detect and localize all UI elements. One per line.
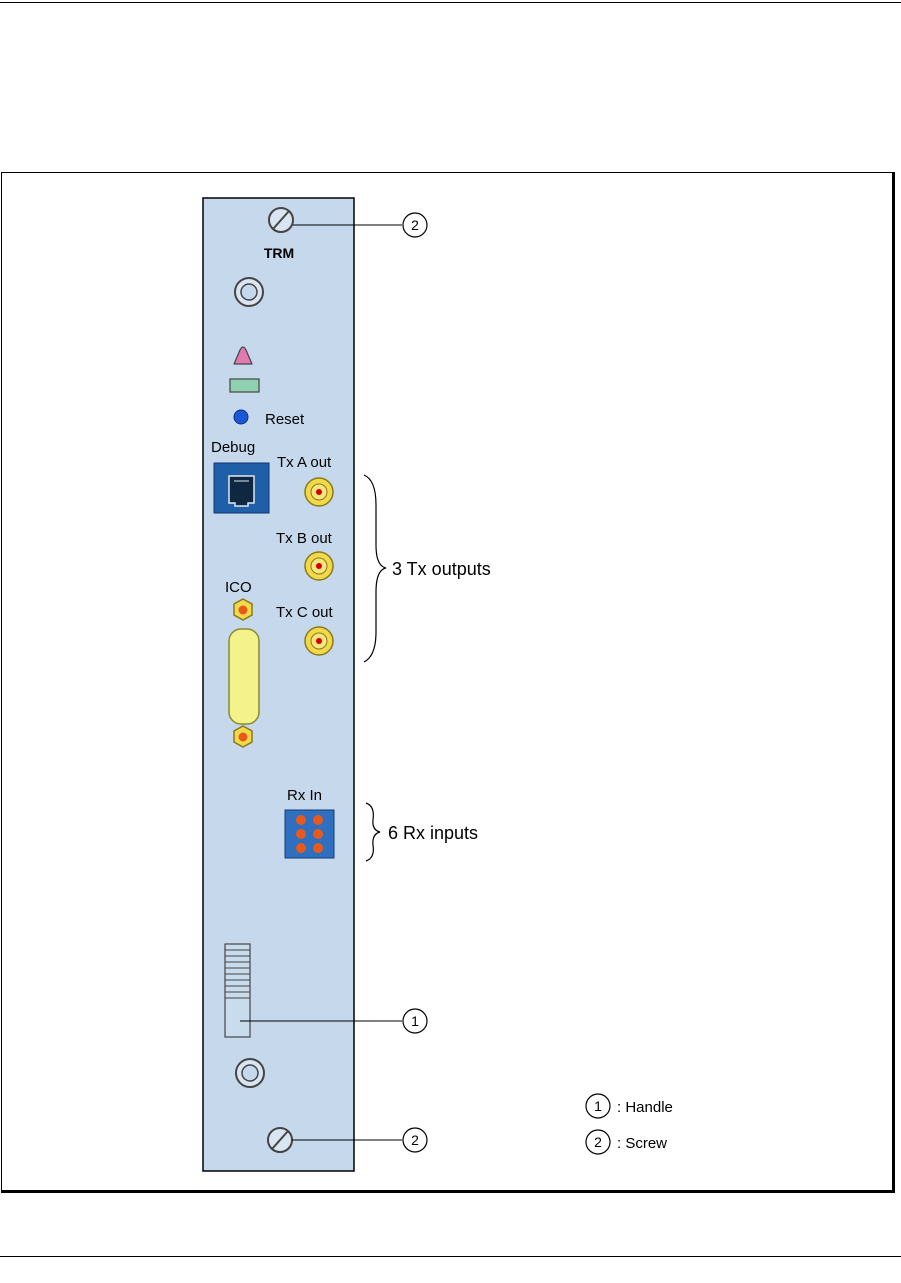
legend-number: 1 [594,1098,602,1114]
tx-b-connector[interactable] [305,552,333,580]
tx-group-label: 3 Tx outputs [392,559,491,579]
callout-1-handle: 1 [403,1009,427,1033]
callout-2-bottom: 2 [403,1128,427,1152]
callout-2-top: 2 [403,213,427,237]
bottom-screw-icon [268,1128,292,1152]
board-title: TRM [264,245,294,261]
ico-nut-top-icon [234,599,252,620]
reset-label: Reset [265,411,305,428]
callout-number: 2 [411,1132,419,1148]
ico-label: ICO [225,579,252,596]
tx-a-connector[interactable] [305,478,333,506]
rx-connector-block[interactable] [285,810,334,858]
top-screw-icon [269,208,293,232]
tx-group-brace [364,475,386,662]
rx-group-label: 6 Rx inputs [388,823,478,843]
legend-item-handle: 1 : Handle [586,1094,673,1118]
callout-number: 2 [411,217,419,233]
rx-group-brace [366,803,380,861]
lower-retainer-icon [236,1059,264,1087]
tx-c-label: Tx C out [276,604,334,621]
callout-number: 1 [411,1013,419,1029]
legend-text: : Handle [617,1099,673,1116]
rx-label: Rx In [287,787,322,804]
reset-button[interactable] [234,410,248,424]
status-led-icon [230,379,259,392]
debug-label: Debug [211,439,255,456]
tx-c-connector[interactable] [305,627,333,655]
legend-number: 2 [594,1134,602,1150]
upper-retainer-icon [235,278,263,306]
legend-item-screw: 2 : Screw [586,1130,667,1154]
debug-port[interactable] [214,463,269,513]
handle-icon[interactable] [225,944,250,1037]
legend-text: : Screw [617,1135,667,1152]
tx-b-label: Tx B out [276,530,333,547]
ico-nut-bottom-icon [234,726,252,747]
tx-a-label: Tx A out [277,454,332,471]
ico-dsub-connector[interactable] [229,629,259,724]
